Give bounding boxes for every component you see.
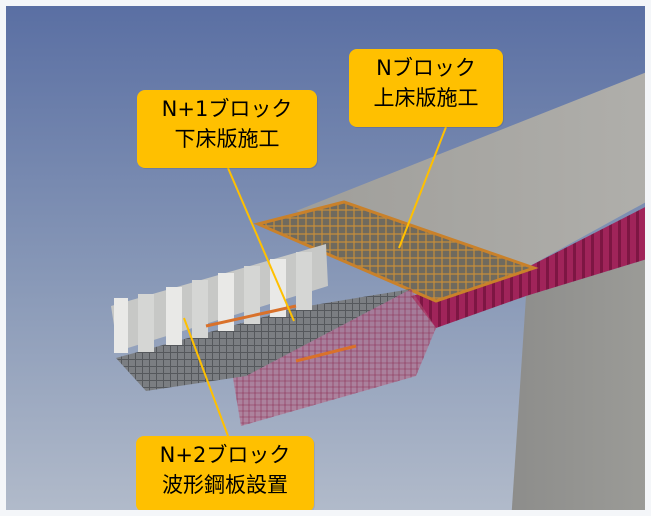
callout-n-block-line2: 上床版施工 (373, 86, 479, 110)
upper-slab-rebar (253, 200, 539, 303)
leader-n1 (227, 167, 295, 322)
bridge-construction-illustration (6, 6, 645, 510)
callout-n1-block-line2: 下床版施工 (174, 127, 280, 151)
leader-n2 (183, 317, 229, 437)
orange-band-2 (295, 344, 357, 363)
callout-n2-block-line1: N+2ブロック (159, 443, 291, 467)
lower-slab-rebar (116, 289, 411, 391)
steel-web-panels (111, 244, 328, 353)
callout-n2-block: N+2ブロック 波形鋼板設置 (136, 436, 314, 510)
callout-n1-block: N+1ブロック 下床版施工 (137, 90, 317, 168)
leader-n (398, 126, 447, 249)
callout-n1-block-line1: N+1ブロック (161, 97, 293, 121)
callout-n-block-line1: Nブロック (376, 56, 476, 80)
callout-n2-block-line2: 波形鋼板設置 (162, 473, 288, 497)
pier (511, 259, 645, 510)
callout-n-block: Nブロック 上床版施工 (349, 49, 503, 127)
orange-band-1 (205, 304, 297, 328)
